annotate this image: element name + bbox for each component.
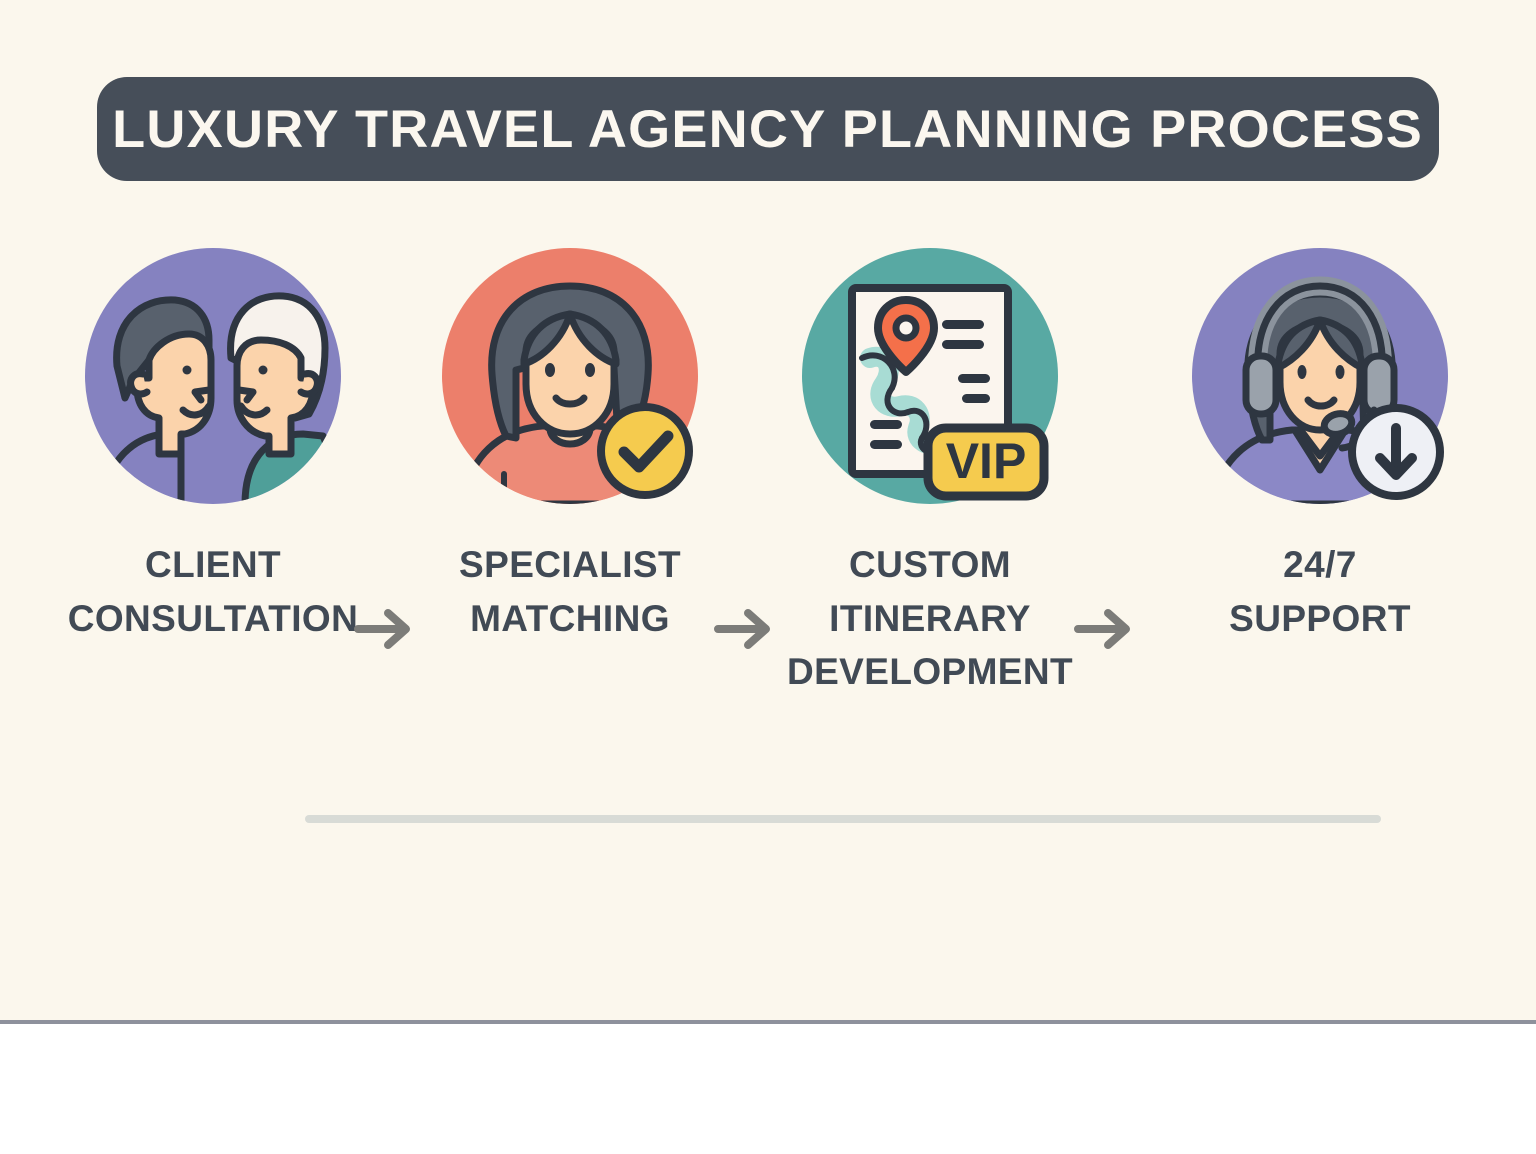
vip-badge: VIP (923, 423, 1049, 501)
specialist-person-check-icon (442, 248, 698, 504)
process-step-support[interactable]: 24/7 SUPPORT (1160, 248, 1480, 645)
check-badge (597, 403, 693, 499)
process-step-client-consultation[interactable]: CLIENT CONSULTATION (53, 248, 373, 645)
two-people-conversation-icon (85, 248, 341, 504)
support-headset-agent-icon (1192, 248, 1448, 504)
step-label: CLIENT CONSULTATION (67, 544, 359, 639)
step-label: CUSTOM ITINERARY DEVELOPMENT (786, 544, 1074, 693)
clock-arrow-badge (1348, 404, 1444, 500)
process-step-custom-itinerary[interactable]: VIP CUSTOM ITINERARY DEVELOPMENT (770, 248, 1090, 699)
itinerary-map-document-icon: VIP (802, 248, 1058, 504)
title-banner: LUXURY TRAVEL AGENCY PLANNING PROCESS (97, 77, 1439, 181)
arrow-step1-to-step2 (352, 603, 418, 655)
process-steps: CLIENT CONSULTATION (0, 248, 1536, 708)
arrow-step2-to-step3 (712, 603, 778, 655)
arrow-step3-to-step4 (1072, 603, 1138, 655)
page-title: LUXURY TRAVEL AGENCY PLANNING PROCESS (112, 99, 1424, 159)
infographic-board: LUXURY TRAVEL AGENCY PLANNING PROCESS (0, 0, 1536, 1024)
step-label: 24/7 SUPPORT (1229, 544, 1411, 639)
step-label: SPECIALIST MATCHING (459, 544, 681, 639)
process-step-specialist-matching[interactable]: SPECIALIST MATCHING (410, 248, 730, 645)
horizontal-divider (305, 815, 1381, 823)
vip-badge-text: VIP (946, 433, 1027, 489)
